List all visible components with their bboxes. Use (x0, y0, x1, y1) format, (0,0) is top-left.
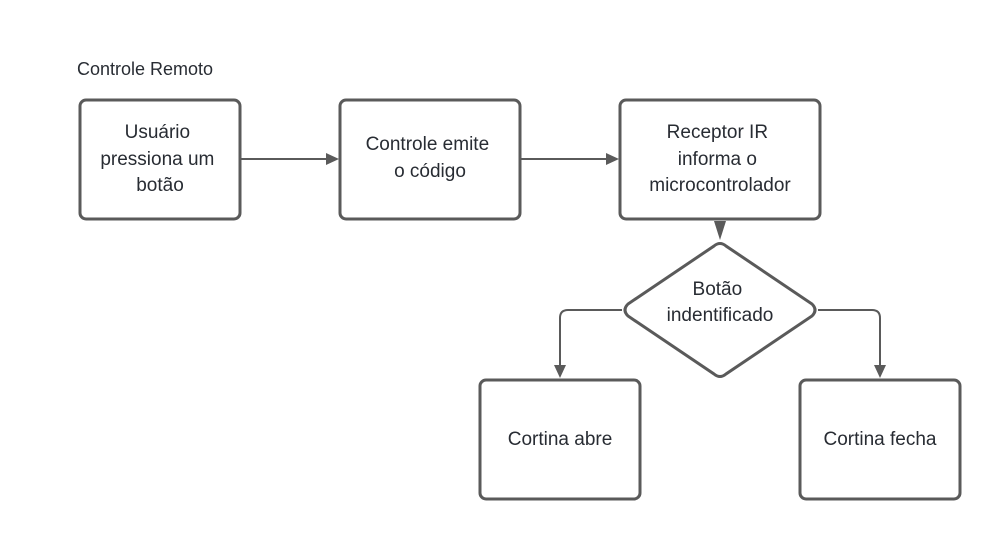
node-receptor: Receptor IR informa o microcontrolador (618, 98, 822, 221)
node-abre-label: Cortina abre (508, 429, 613, 450)
node-usuario-line-1: Usuário (125, 122, 190, 143)
edge-decisao-to-abre (559, 309, 622, 366)
node-controle: Controle emite o código (338, 98, 522, 221)
node-fecha-line-1: Cortina fecha (823, 429, 936, 450)
arrowhead-decisao-to-fecha (874, 365, 886, 378)
node-controle-box (338, 98, 522, 221)
node-decisao-line-2: indentificado (667, 305, 774, 326)
node-receptor-label: Receptor IR informa o microcontrolador (649, 122, 791, 196)
node-decisao-diamond (623, 242, 817, 378)
diagram-title: Controle Remoto (77, 59, 213, 79)
node-usuario-label: Usuário pressiona um botão (100, 122, 219, 196)
node-controle-line-1: Controle emite (366, 134, 490, 155)
node-decisao-label: Botão indentificado (667, 279, 774, 326)
node-usuario-line-2: pressiona um (100, 149, 214, 170)
node-fecha-label: Cortina fecha (823, 429, 936, 450)
node-decisao-line-1: Botão (693, 279, 743, 300)
node-abre: Cortina abre (478, 378, 642, 501)
node-usuario-box (78, 98, 242, 221)
node-receptor-box (618, 98, 822, 221)
node-fecha: Cortina fecha (798, 378, 962, 501)
node-decisao: Botão indentificado (623, 242, 817, 378)
node-receptor-line-2: informa o (678, 149, 757, 170)
node-controle-line-2: o código (394, 161, 466, 182)
arrowhead-receptor-to-decisao (714, 221, 726, 240)
node-usuario-line-3: botão (136, 175, 184, 196)
edge-decisao-to-fecha (818, 309, 881, 366)
node-controle-label: Controle emite o código (366, 134, 495, 182)
arrowhead-decisao-to-abre (554, 365, 566, 378)
node-receptor-line-3: microcontrolador (649, 175, 791, 196)
node-abre-line-1: Cortina abre (508, 429, 613, 450)
node-usuario: Usuário pressiona um botão (78, 98, 242, 221)
node-receptor-line-1: Receptor IR (667, 122, 768, 143)
node-abre-box (478, 378, 642, 501)
arrowhead-controle-to-receptor (606, 153, 619, 165)
node-fecha-box (798, 378, 962, 501)
arrowhead-usuario-to-controle (326, 153, 339, 165)
